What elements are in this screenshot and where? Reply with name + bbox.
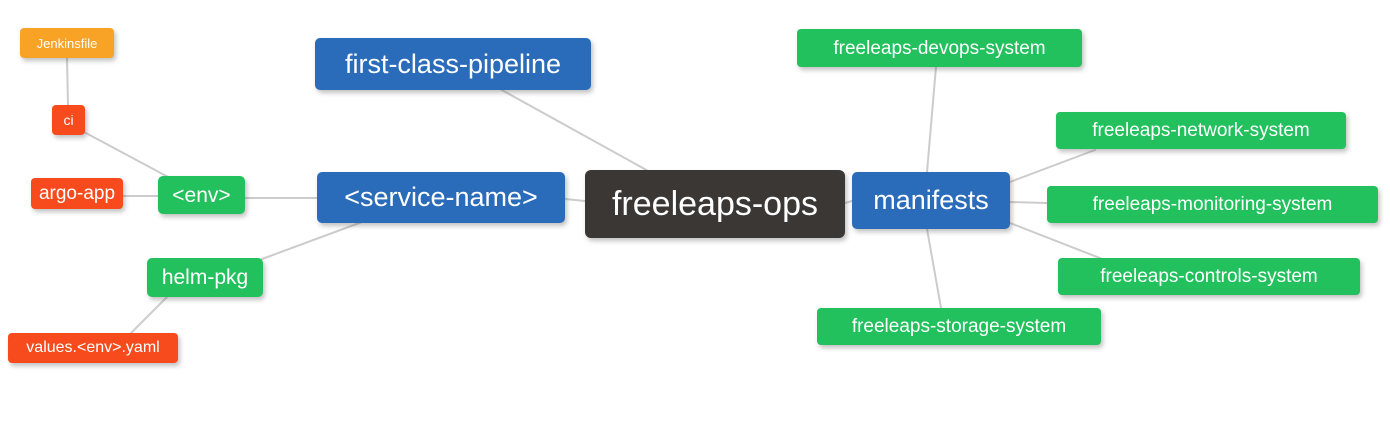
node-first-class-pipeline[interactable]: first-class-pipeline — [315, 38, 591, 90]
edge-ops-manifests — [844, 200, 853, 204]
edge-manifests-devops — [926, 66, 937, 173]
edge-manifests-monitoring — [1009, 201, 1048, 204]
edge-manifests-controls — [1009, 222, 1106, 261]
node-env[interactable]: <env> — [158, 176, 245, 214]
edge-manifests-storage — [926, 228, 942, 309]
node-ci[interactable]: ci — [52, 105, 85, 135]
edge-ci-env — [83, 131, 171, 179]
edge-service-name-ops — [564, 198, 586, 202]
edge-helm-pkg-service-name — [261, 221, 363, 260]
node-helm-pkg[interactable]: helm-pkg — [147, 258, 263, 297]
edge-values-helm-pkg — [129, 296, 168, 335]
edge-first-class-ops — [499, 88, 651, 173]
node-argo-app[interactable]: argo-app — [31, 178, 123, 209]
node-manifests[interactable]: manifests — [852, 172, 1010, 229]
node-freeleaps-devops-system[interactable]: freeleaps-devops-system — [797, 29, 1082, 67]
node-values-env-yaml[interactable]: values.<env>.yaml — [8, 333, 178, 363]
node-freeleaps-storage-system[interactable]: freeleaps-storage-system — [817, 308, 1101, 345]
node-freeleaps-monitoring-system[interactable]: freeleaps-monitoring-system — [1047, 186, 1378, 223]
edge-jenkinsfile-ci — [66, 57, 69, 106]
node-freeleaps-network-system[interactable]: freeleaps-network-system — [1056, 112, 1346, 149]
node-freeleaps-controls-system[interactable]: freeleaps-controls-system — [1058, 258, 1360, 295]
node-jenkinsfile[interactable]: Jenkinsfile — [20, 28, 114, 58]
node-service-name[interactable]: <service-name> — [317, 172, 565, 223]
edge-manifests-network — [1009, 149, 1096, 183]
node-freeleaps-ops[interactable]: freeleaps-ops — [585, 170, 845, 238]
